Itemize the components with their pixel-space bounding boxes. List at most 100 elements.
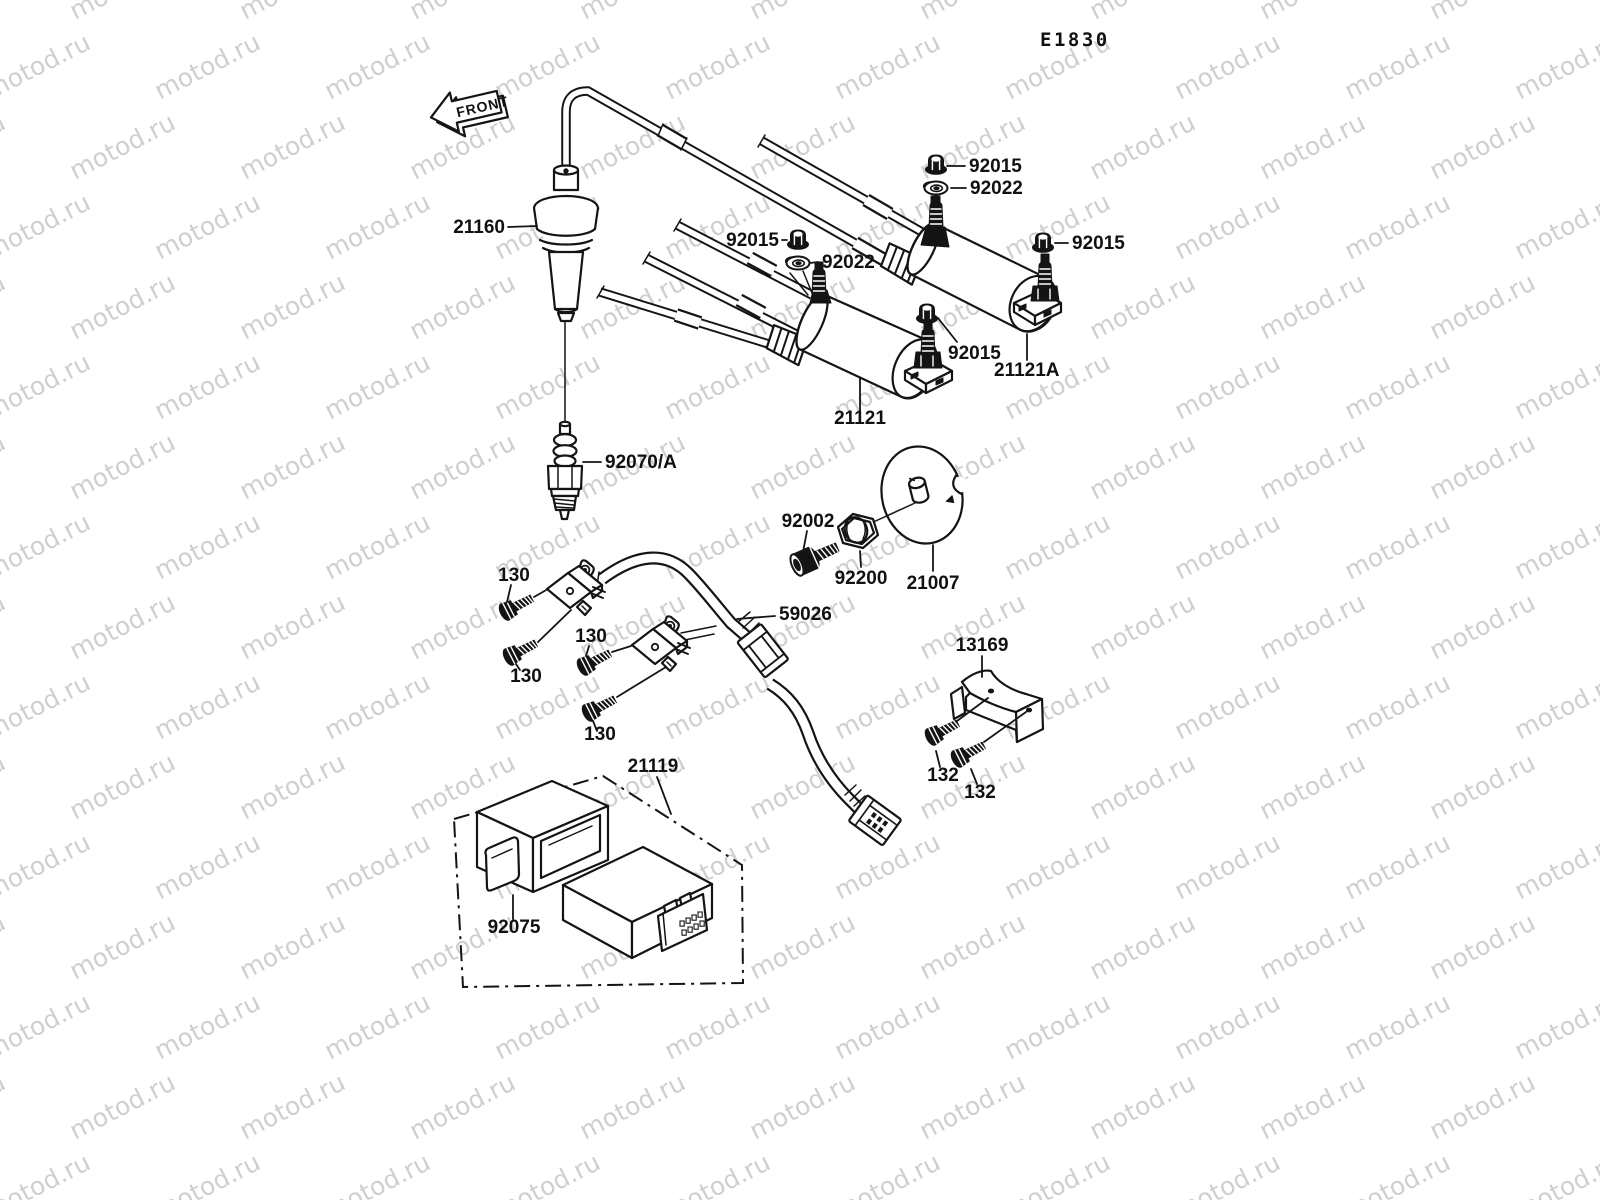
spark-plug-lead-1 (561, 86, 892, 269)
watermark-text: motod.ru (320, 827, 435, 905)
watermark-text: motod.ru (1340, 667, 1455, 745)
watermark-text: motod.ru (0, 747, 10, 825)
watermark-text: motod.ru (1425, 1067, 1540, 1145)
washer-92022-coil1 (922, 180, 949, 196)
spark-plug-92070 (546, 420, 584, 521)
watermark-text: motod.ru (745, 1067, 860, 1145)
part-label-92022-b: 92022 (822, 252, 875, 273)
watermark-text: motod.ru (1170, 187, 1285, 265)
watermark-text: motod.ru (320, 1147, 435, 1200)
watermark-text: motod.ru (1595, 0, 1600, 25)
part-label-92002: 92002 (782, 511, 835, 532)
watermark-text: motod.ru (0, 27, 95, 105)
spark-plug-lead-3 (673, 218, 815, 300)
igniter-group-boundary (452, 774, 745, 989)
watermark-text: motod.ru (1340, 27, 1455, 105)
bracket-13169 (949, 669, 1045, 744)
watermark-text: motod.ru (1255, 1067, 1370, 1145)
watermark-text: motod.ru (320, 27, 435, 105)
watermark-text: motod.ru (490, 347, 605, 425)
watermark-text: motod.ru (1340, 187, 1455, 265)
part-label-132-2: 132 (964, 782, 996, 803)
part-label-130-1: 130 (498, 565, 530, 586)
watermark-text: motod.ru (745, 907, 860, 985)
watermark-text: motod.ru (1170, 987, 1285, 1065)
watermark-text: motod.ru (1425, 107, 1540, 185)
watermark-text: motod.ru (1085, 267, 1200, 345)
watermark-text: motod.ru (1510, 187, 1600, 265)
part-label-92015-c: 92015 (1072, 233, 1125, 254)
watermark-text: motod.ru (660, 507, 775, 585)
watermark-text: motod.ru (1085, 747, 1200, 825)
part-label-132-1: 132 (927, 765, 959, 786)
watermark-text: motod.ru (660, 347, 775, 425)
ignition-coil-21121A (906, 195, 1063, 333)
part-label-21160: 21160 (453, 217, 505, 238)
watermark-text: motod.ru (830, 1147, 945, 1200)
watermark-text: motod.ru (405, 1067, 520, 1145)
watermark-text: motod.ru (1085, 587, 1200, 665)
watermark-text: motod.ru (1255, 267, 1370, 345)
watermark-text: motod.ru (235, 907, 350, 985)
watermark-text: motod.ru (0, 107, 10, 185)
leader-lines (506, 165, 1069, 920)
watermark-text: motod.ru (1510, 1147, 1600, 1200)
watermark-text: motod.ru (1255, 587, 1370, 665)
watermark-text: motod.ru (150, 187, 265, 265)
watermark-text: motod.ru (405, 587, 520, 665)
spark-plug-cap-21160 (532, 164, 600, 323)
part-label-92022-a: 92022 (970, 178, 1023, 199)
watermark-text: motod.ru (1595, 907, 1600, 985)
part-label-21007: 21007 (907, 573, 960, 594)
watermark-text: motod.ru (1595, 587, 1600, 665)
watermark-text: motod.ru (235, 747, 350, 825)
watermark-text: motod.ru (235, 1067, 350, 1145)
watermark-text: motod.ru (65, 747, 180, 825)
part-label-92070a: 92070/A (605, 452, 677, 473)
front-arrow: FRONT (429, 89, 510, 138)
watermark-text: motod.ru (405, 427, 520, 505)
watermark-text: motod.ru (65, 267, 180, 345)
watermark-text: motod.ru (1170, 507, 1285, 585)
watermark-text: motod.ru (320, 987, 435, 1065)
watermark-text: motod.ru (65, 1067, 180, 1145)
watermark-text: motod.ru (1425, 587, 1540, 665)
washer-pointer-lines (789, 270, 813, 296)
watermark-text: motod.ru (1340, 987, 1455, 1065)
part-label-130-2: 130 (510, 666, 542, 687)
watermark-text: motod.ru (1085, 0, 1200, 25)
watermark-text: motod.ru (1340, 507, 1455, 585)
watermark-text: motod.ru (575, 0, 690, 25)
watermark-text: motod.ru (1170, 827, 1285, 905)
part-labels: 21160 92015 92022 92015 92022 92015 9201… (453, 156, 1125, 938)
watermark-text: motod.ru (0, 827, 95, 905)
igniter-unit (561, 845, 714, 960)
watermark-text: motod.ru (1340, 827, 1455, 905)
watermark-text: motod.ru (1595, 747, 1600, 825)
watermark-text: motod.ru (1000, 1147, 1115, 1200)
watermark-text: motod.ru (150, 347, 265, 425)
part-label-21121a: 21121A (994, 360, 1060, 381)
watermark-text: motod.ru (1425, 427, 1540, 505)
watermark-text: motod.ru (1170, 1147, 1285, 1200)
watermark-text: motod.ru (1255, 0, 1370, 25)
watermark-text: motod.ru (1510, 987, 1600, 1065)
watermark-text: motod.ru (235, 267, 350, 345)
watermark-text: motod.ru (405, 0, 520, 25)
rotor-disc-21007 (868, 445, 968, 545)
watermark-text: motod.ru (1425, 907, 1540, 985)
watermark-text: motod.ru (0, 267, 10, 345)
watermark-text: motod.ru (0, 987, 95, 1065)
watermark-text: motod.ru (1255, 107, 1370, 185)
watermark-text: motod.ru (915, 907, 1030, 985)
watermark-text: motod.ru (1170, 667, 1285, 745)
watermark-text: motod.ru (1085, 427, 1200, 505)
watermark-text: motod.ru (1510, 347, 1600, 425)
watermark-text: motod.ru (0, 347, 95, 425)
watermark-text: motod.ru (660, 27, 775, 105)
watermark-text: motod.ru (0, 187, 95, 265)
watermark-text: motod.ru (1000, 827, 1115, 905)
watermark-text: motod.ru (0, 507, 95, 585)
nut-92015-coil2-terminal (915, 303, 939, 324)
